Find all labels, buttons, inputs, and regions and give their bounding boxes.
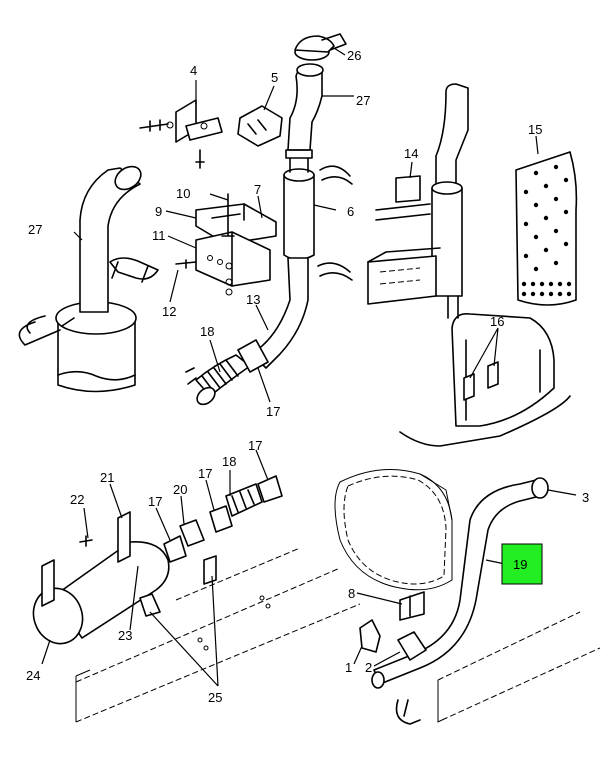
- perforation-hole: [553, 164, 559, 170]
- callout-2: 2: [365, 660, 372, 675]
- bracket-7-9: [195, 203, 277, 245]
- tail-pipe-19: [371, 477, 549, 689]
- vertical-exhaust-assembly: [367, 83, 469, 319]
- perforation-hole: [553, 228, 559, 234]
- callout-17-upper: 17: [266, 404, 280, 419]
- perforation-hole: [539, 291, 545, 297]
- callout-18-upper: 18: [200, 324, 214, 339]
- perforation-hole: [563, 209, 569, 215]
- perforation-hole: [557, 281, 563, 287]
- callout-23: 23: [118, 628, 132, 643]
- exhaust-elbow-pipe: [285, 63, 324, 159]
- callout-10: 10: [176, 186, 190, 201]
- exhaust-clamp: [109, 257, 159, 283]
- heat-shield: [515, 151, 578, 306]
- exploded-hose-parts: [79, 475, 283, 563]
- perforation-hole: [523, 253, 529, 259]
- perforation-hole: [523, 189, 529, 195]
- perforation-hole: [557, 291, 563, 297]
- callout-27-top: 27: [356, 93, 370, 108]
- callout-19: 19: [513, 557, 527, 572]
- callout-14: 14: [404, 146, 418, 161]
- callout-16: 16: [490, 314, 504, 329]
- perforation-hole: [533, 202, 539, 208]
- perforation-hole: [543, 215, 549, 221]
- frame-rail-right: [395, 611, 601, 725]
- callout-19-highlighted[interactable]: 19: [501, 543, 543, 585]
- perforation-hole: [533, 170, 539, 176]
- perforation-hole: [530, 281, 536, 287]
- perforation-hole: [530, 291, 536, 297]
- callout-17-mid: 17: [198, 466, 212, 481]
- rain-cap: [294, 33, 347, 61]
- callout-26: 26: [347, 48, 361, 63]
- perforation-hole: [543, 183, 549, 189]
- heat-shield-perforations: [521, 164, 572, 297]
- flex-hose-upper: [185, 339, 269, 406]
- perforation-hole: [521, 281, 527, 287]
- perforation-hole: [563, 241, 569, 247]
- callout-9: 9: [155, 204, 162, 219]
- callout-6: 6: [347, 204, 354, 219]
- highlight-box[interactable]: [501, 543, 543, 585]
- callout-20: 20: [173, 482, 187, 497]
- perforation-hole: [548, 281, 554, 287]
- callout-12: 12: [162, 304, 176, 319]
- callout-13: 13: [246, 292, 260, 307]
- perforation-hole: [539, 281, 545, 287]
- cab-corner: [399, 312, 571, 447]
- horizontal-muffler: [32, 511, 170, 645]
- perforation-hole: [523, 221, 529, 227]
- callout-labels: 26 27 4 5 6 7 9 10 11 12 13 27 18 17 14 …: [26, 48, 589, 705]
- callout-1: 1: [345, 660, 352, 675]
- frame-rail-left: [75, 547, 361, 723]
- callout-24: 24: [26, 668, 40, 683]
- perforation-hole: [553, 260, 559, 266]
- perforation-hole: [521, 291, 527, 297]
- callout-15: 15: [528, 122, 542, 137]
- perforation-hole: [563, 177, 569, 183]
- perforation-hole: [566, 281, 572, 287]
- callout-7: 7: [254, 182, 261, 197]
- callout-3: 3: [582, 490, 589, 505]
- callout-17-left: 17: [148, 494, 162, 509]
- callout-25: 25: [208, 690, 222, 705]
- flywheel-housing: [334, 469, 453, 591]
- perforation-hole: [548, 291, 554, 297]
- callout-27-left: 27: [28, 222, 42, 237]
- callout-21: 21: [100, 470, 114, 485]
- perforation-hole: [543, 247, 549, 253]
- leader-lines: [41, 47, 577, 687]
- callout-4: 4: [190, 63, 197, 78]
- callout-17-right: 17: [248, 438, 262, 453]
- callout-8: 8: [348, 586, 355, 601]
- perforation-hole: [553, 196, 559, 202]
- bracket-4: [139, 99, 223, 169]
- bracket-11-12: [175, 193, 271, 296]
- perforation-hole: [533, 266, 539, 272]
- callout-11: 11: [152, 228, 166, 243]
- bracket-5: [237, 105, 283, 147]
- brackets-25: [139, 555, 217, 617]
- perforation-hole: [566, 291, 572, 297]
- callout-18-lower: 18: [222, 454, 236, 469]
- perforation-hole: [533, 234, 539, 240]
- flex-outlet-pipe: [251, 257, 309, 369]
- callout-22: 22: [70, 492, 84, 507]
- callout-5: 5: [271, 70, 278, 85]
- vertical-muffler-left: [18, 165, 142, 393]
- brackets-1-2-8: [359, 591, 427, 661]
